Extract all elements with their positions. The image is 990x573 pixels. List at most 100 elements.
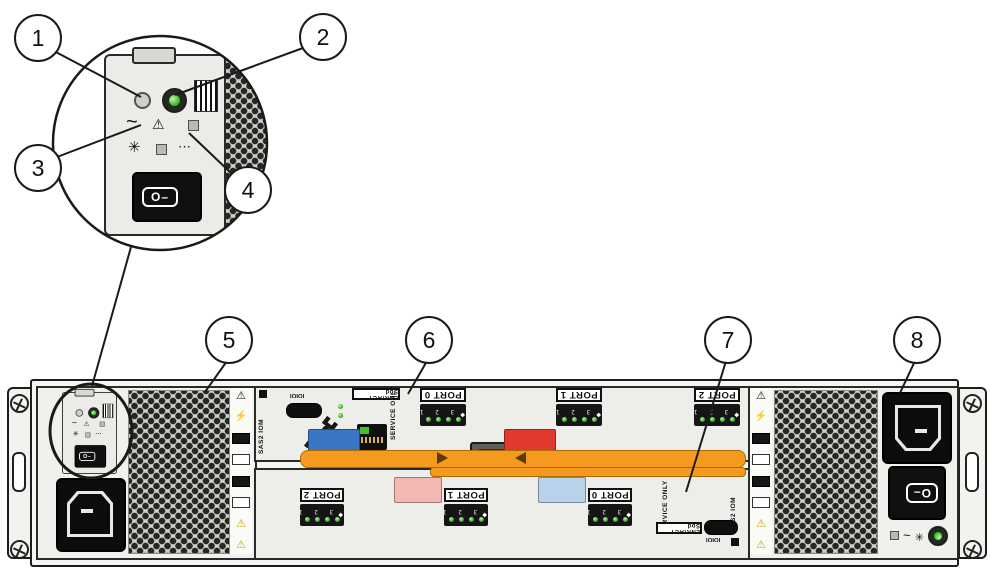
psu-fan-fail-led — [156, 144, 167, 155]
light-blue-tab — [538, 477, 586, 503]
led-dots — [699, 417, 735, 422]
psu-dc-fail-led — [188, 120, 199, 131]
dc-symbol-icon: ⋯ — [95, 430, 102, 437]
psu-ok-led — [162, 88, 187, 113]
warning-icon: ⚠ — [83, 419, 90, 428]
warning-icon: ⚠ — [236, 517, 246, 530]
port0-label-plate: PORT 0 — [588, 488, 632, 502]
psu-fan-fail-led — [85, 432, 91, 438]
psu-indicator-panel-mini: ~ ⚠ ✳ ⋯ O– — [62, 388, 117, 474]
psu-dc-fail-led — [99, 421, 105, 427]
port0-led-block: 4 3 2 1 ◆ — [416, 404, 470, 426]
vendor-logo-icon — [259, 390, 267, 398]
label-bar — [232, 432, 250, 444]
fan-grille — [774, 390, 878, 554]
label-bar — [232, 497, 250, 509]
ac-symbol-icon: ~ — [71, 417, 78, 428]
power-switch: O– — [888, 466, 946, 520]
psu-ok-led — [88, 407, 100, 419]
fan-grille — [128, 390, 230, 554]
callout-number: 4 — [241, 176, 255, 203]
status-leds — [338, 404, 343, 418]
inlet-face — [67, 491, 113, 537]
serial-port — [704, 520, 738, 535]
led-dots — [592, 517, 628, 522]
callout-6: 6 — [405, 316, 453, 364]
power-switch-icon: O– — [905, 483, 938, 503]
port0-label: PORT 0 — [591, 489, 629, 501]
callout-5: 5 — [205, 316, 253, 364]
diamond-icon: ◆ — [734, 412, 739, 419]
warning-icon: ⚠ — [236, 390, 246, 402]
latch-handle — [74, 388, 95, 397]
psu-indicator-panel: ~ ⚠ ✳ ⋯ O– — [104, 47, 226, 236]
screw-icon — [963, 540, 982, 559]
diamond-icon: ◆ — [460, 412, 465, 419]
fan-icon: ✳ — [72, 430, 79, 438]
iom-release-lever-bar — [430, 467, 746, 477]
port1-label-plate: PORT 1 — [444, 488, 488, 502]
label-bar — [232, 475, 250, 487]
psu-indicator-cluster: ✳ ~ — [890, 520, 948, 552]
ethernet-label: LNK/ACT Spd — [670, 522, 700, 534]
port2-label: PORT 2 — [303, 489, 341, 501]
fan-icon: ✳ — [914, 530, 924, 543]
led-dots — [425, 417, 461, 422]
callout-number: 7 — [721, 326, 735, 353]
lightning-icon: ⚡ — [234, 411, 248, 423]
inlet-face — [895, 405, 941, 451]
barcode-label — [194, 80, 218, 112]
warning-icon: ⚠ — [756, 538, 766, 551]
mounting-slot — [965, 452, 979, 492]
ac-symbol-icon: ~ — [126, 111, 138, 133]
lightning-icon: ⚡ — [754, 411, 768, 423]
label-bar — [752, 454, 770, 466]
arrow-left-icon — [515, 452, 526, 464]
psu-fan-fail-led — [890, 531, 900, 541]
psu-ok-led — [928, 526, 948, 546]
port1-label: PORT 1 — [560, 389, 598, 401]
psu-indicator-zoom: ~ ⚠ ✳ ⋯ O– — [53, 36, 267, 250]
callout-number: 6 — [422, 326, 436, 353]
pink-tab — [394, 477, 442, 503]
port1-led-block: 4 3 2 1 ◆ — [439, 504, 493, 526]
warning-icon: ⚠ — [756, 390, 766, 402]
ac-power-inlet — [56, 478, 126, 552]
led-dots — [448, 517, 484, 522]
diamond-icon: ◆ — [338, 512, 343, 519]
callout-number: 3 — [31, 154, 45, 181]
port0-label: PORT 0 — [424, 389, 462, 401]
port2-label-plate: PORT 2 — [694, 388, 740, 402]
port2-led-block: 4 3 2 1 ◆ — [690, 404, 744, 426]
fan-icon: ✳ — [128, 139, 141, 156]
port1-led-block: 4 3 2 1 ◆ — [552, 404, 606, 426]
led-dots — [561, 417, 597, 422]
warning-icon: ⚠ — [756, 517, 766, 530]
callout-number: 2 — [316, 23, 330, 50]
label-bar — [232, 454, 250, 466]
ethernet-label-plate: LNK/ACT Spd — [656, 522, 702, 534]
port1-label: PORT 1 — [447, 489, 485, 501]
label-bar — [752, 432, 770, 444]
vendor-logo-icon — [731, 538, 739, 546]
label-bar — [752, 475, 770, 487]
serial-port-label: IOIOI — [290, 392, 305, 398]
callout-number: 5 — [222, 326, 236, 353]
screw-icon — [963, 394, 982, 413]
screw-icon — [10, 540, 29, 559]
psu-status-led — [134, 92, 151, 109]
diamond-icon: ◆ — [626, 512, 631, 519]
iom-name-label: SAS2 IOM — [730, 496, 737, 532]
led-dots — [304, 517, 340, 522]
port0-label-plate: PORT 0 — [420, 388, 466, 402]
ac-symbol-icon: ~ — [903, 528, 911, 544]
port0-led-block: 4 3 2 1 ◆ — [583, 504, 637, 526]
power-switch: O– — [132, 172, 202, 222]
port2-led-block: 4 3 2 1 ◆ — [295, 504, 349, 526]
service-only-label: SERVICE ONLY — [390, 386, 397, 440]
callout-8: 8 — [893, 316, 941, 364]
callout-number: 1 — [31, 24, 45, 51]
port2-label-plate: PORT 2 — [300, 488, 344, 502]
mounting-slot — [12, 452, 26, 492]
